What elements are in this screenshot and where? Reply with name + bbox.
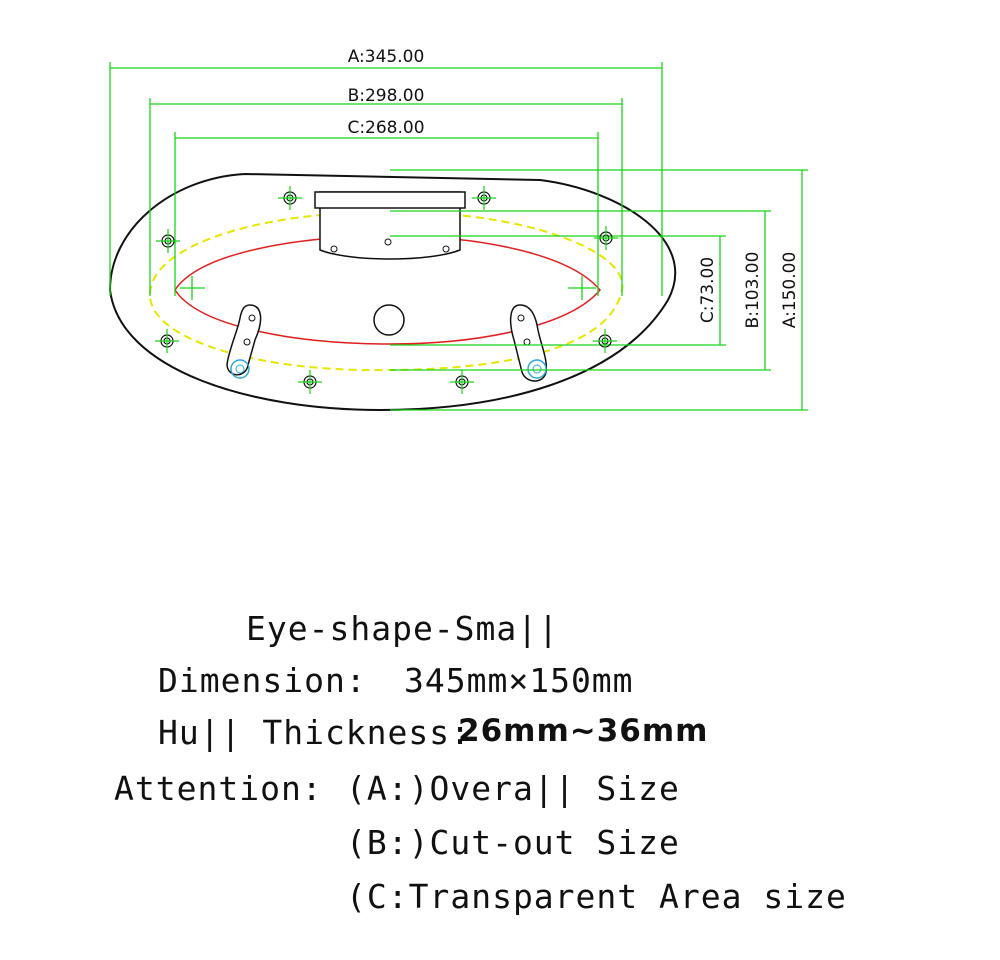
screw-hole bbox=[155, 329, 179, 353]
hinge-pin bbox=[314, 191, 466, 209]
latch-arm-left bbox=[226, 304, 262, 376]
hinge-hole-center bbox=[384, 238, 392, 246]
latch-slot-left bbox=[248, 314, 256, 322]
center-knob bbox=[373, 304, 405, 336]
dimension-lines bbox=[109, 62, 808, 411]
dim-b-width: B:298.00 bbox=[348, 86, 425, 106]
screw-holes bbox=[155, 186, 618, 394]
cutout-outline bbox=[148, 210, 624, 372]
latch-slot-left-2 bbox=[243, 338, 251, 346]
screw-hole bbox=[156, 229, 180, 253]
dim-c-height: C:73.00 bbox=[698, 257, 718, 323]
dim-a-width: A:345.00 bbox=[348, 47, 425, 67]
screw-hole bbox=[298, 370, 322, 394]
latch-slot-right bbox=[517, 314, 525, 322]
screw-hole bbox=[594, 226, 618, 250]
dim-b-height: B:103.00 bbox=[743, 252, 763, 329]
screw-hole bbox=[278, 186, 302, 210]
latch-pivot-left bbox=[230, 359, 250, 379]
screw-hole bbox=[472, 186, 496, 210]
latch-pivot-left-inner bbox=[235, 364, 245, 374]
hinge-hole-left bbox=[330, 245, 338, 253]
transparent-area-outline bbox=[174, 235, 601, 345]
screw-hole bbox=[450, 370, 474, 394]
latch-pivot-right-inner bbox=[532, 364, 542, 374]
dim-a-height: A:150.00 bbox=[780, 252, 800, 329]
dim-c-width: C:268.00 bbox=[347, 118, 424, 138]
outer-outline bbox=[108, 172, 676, 412]
latch-pivot-right bbox=[527, 359, 547, 379]
hinge-hole-right bbox=[442, 245, 450, 253]
screw-hole bbox=[593, 329, 617, 353]
